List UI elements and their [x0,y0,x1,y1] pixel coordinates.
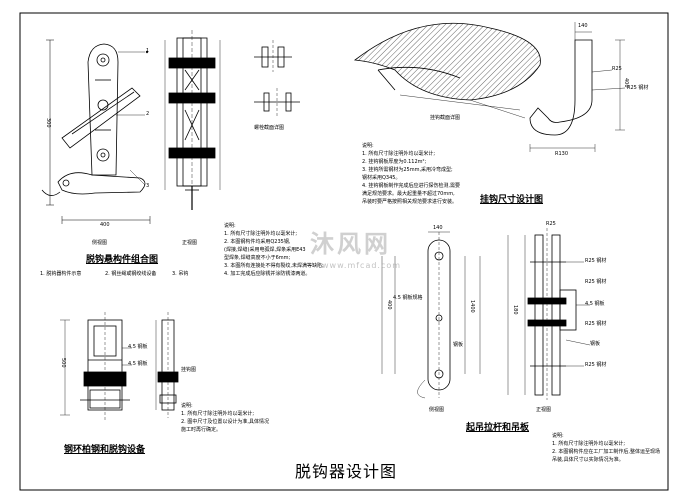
lifting-note-line: 1. 所有尺寸除注明外均以毫米计; [552,441,626,447]
lifting-dim-180: 180 [512,305,518,315]
lifting-note-line: 吊装,具体尺寸以实际情况为准。 [552,457,624,463]
hook-dim-r130: R130 [555,151,569,157]
notes-1-line: 型焊条,焊缝高度不小于6mm; [224,255,291,261]
lifting-plate-side [381,231,481,399]
assembly-section-label: 螺栓截面详图 [254,125,285,131]
ring-right-label: 挂钩图 [181,367,197,373]
ring-note-line: 施工时再行确定。 [181,427,222,433]
assembly-dim-width: 400 [100,222,110,228]
ring-dim-height: 500 [60,358,66,368]
sheet-title: 脱钩器设计图 [295,462,398,481]
assembly-callout-2: 2 [146,111,150,117]
hook-note-header: 说明: [362,143,374,149]
lifting-dim-400: 400 [386,300,392,310]
ring-caption: 钢环柏钢和脱钩设备 [64,445,146,455]
ring-callout-1: 4.5 钢板 [128,344,148,350]
outer-frame [19,12,669,491]
assembly-side-view [164,30,221,210]
lifting-right-label: 正视图 [536,407,552,413]
lifting-callout-6: 4.5 钢板 [585,301,605,307]
hook-note-line: 1. 所有尺寸除注明外均以毫米计; [362,151,436,157]
hook-note-line: 吊装时要严格按照相关规范要求进行安装。 [362,199,458,205]
notes-1-line: 3. 本图所有连接处不得有裂纹,未焊满等缺陷; [224,263,324,269]
ring-side-view [155,312,179,418]
assembly-callout-1: 1 [146,48,150,54]
notes-1: 说明: 1. 所有尺寸除注明外均以毫米计; 2. 本图钢构件均采用Q235钢, … [224,222,324,278]
bolt-details [254,40,300,116]
ring-drawing [60,312,132,420]
lifting-callout-5: R25 钢材 [585,321,607,327]
lifting-dim-r25: R25 [546,221,556,227]
hook-dim-140: 140 [578,23,588,29]
notes-1-line: 2. 本图钢构件均采用Q235钢, [224,239,291,245]
assembly-note-1: 1. 脱钩器构件示意 [40,271,82,277]
hook-section-drawing [353,22,576,119]
assembly-note-2: 2. 钢丝绳或钢绞线设备 [105,271,157,277]
assembly-dim-height: 300 [45,118,51,128]
lifting-plate-front [507,228,591,400]
watermark-text: 沐风网 [310,230,391,258]
ring-note-line: 2. 图中尺寸及位置以设计为准,具体情况 [181,419,269,425]
lifting-dim-140: 140 [433,225,443,231]
hook-dim-400: 400 [623,78,629,88]
hook-note-line: 满足规范要求。最大起重量不超过70mm, [362,191,455,197]
lifting-callout-3: 钢板 [453,342,464,348]
lifting-left-label: 侧视图 [429,407,445,413]
hook-section-label: 挂钩截面详图 [430,115,461,121]
lifting-dim-1400: 1400 [469,300,475,313]
lifting-callout-1: 4.5 钢板规格 [393,295,423,301]
assembly-front-label: 侧视图 [92,240,108,246]
lifting-callout-2: R25 钢材 [585,258,607,264]
ring-notes: 说明: 1. 所有尺寸除注明外均以毫米计; 2. 图中尺寸及位置以设计为准,具体… [181,402,269,434]
lifting-caption: 起吊拉杆和吊板 [466,423,530,433]
lifting-note-line: 2. 本图钢构件应在工厂加工制作后,整体运至现场 [552,449,660,455]
hook-design-caption: 挂钩尺寸设计图 [480,195,544,205]
ring-note-header: 说明: [181,403,193,409]
watermark-url: www.mfcad.com [322,261,402,270]
lifting-callout-4: R25 钢材 [585,279,607,285]
hook-design-drawing [529,31,626,152]
hook-note-line: 钢材采用Q345。 [362,175,401,181]
hook-note-line: 2. 挂钩钢板厚度为0.112m²; [362,159,427,165]
hook-notes: 说明: 1. 所有尺寸除注明外均以毫米计; 2. 挂钩钢板厚度为0.112m²;… [362,142,460,206]
lifting-callout-8: R25 钢材 [585,362,607,368]
notes-1-header: 说明: [224,223,236,229]
ring-note-line: 1. 所有尺寸除注明外均以毫米计; [181,411,255,417]
assembly-note-3: 3. 吊钩 [172,271,189,277]
assembly-side-label: 正视图 [182,240,198,246]
hook-dim-steel: R25 钢材 [627,85,649,91]
hook-note-line: 4. 挂钩钢板制作完成后应进行探伤检测,需要 [362,183,460,189]
notes-1-line: 1. 所有尺寸除注明外均以毫米计; [224,231,298,237]
assembly-drawing [41,39,151,224]
lifting-note-header: 说明: [552,433,564,439]
lifting-callout-7: 钢板 [590,341,601,347]
hook-note-line: 3. 挂钩所需钢材为25mm,采用冷弯成型; [362,167,453,173]
assembly-caption: 脱钩悬构件组合图 [86,255,159,265]
lifting-notes: 说明: 1. 所有尺寸除注明外均以毫米计; 2. 本图钢构件应在工厂加工制作后,… [552,432,660,464]
assembly-callout-3: 3 [146,183,150,189]
hook-dim-r25: R25 [612,66,622,72]
ring-callout-2: 4.5 钢板 [128,361,148,367]
notes-1-line: (焊接,焊缝)采用电弧焊,焊条采用E43 [224,247,306,253]
notes-1-line: 4. 加工完成后应除锈并涂防锈漆两道。 [224,271,311,277]
